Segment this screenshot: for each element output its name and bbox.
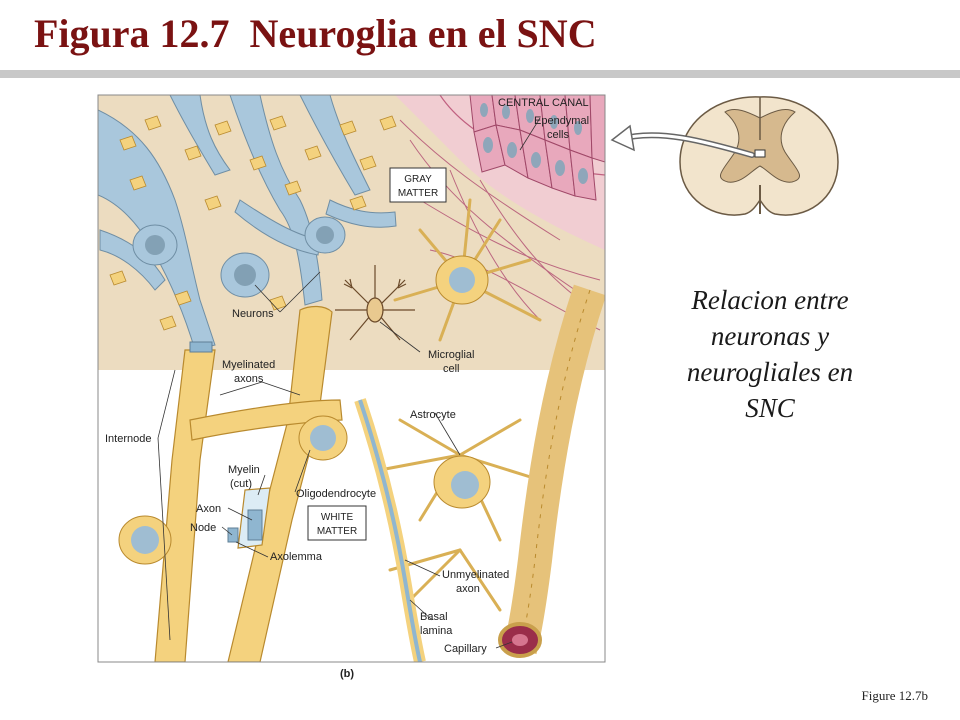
capillary-drawing	[498, 284, 605, 658]
label-astrocyte: Astrocyte	[410, 409, 456, 421]
label-myelin: Myelin	[228, 464, 260, 476]
caption-line: SNC	[745, 392, 795, 423]
svg-text:WHITE: WHITE	[321, 512, 354, 523]
label-myelinated: Myelinated	[222, 359, 275, 371]
label-ependymal-cells: cells	[547, 129, 570, 141]
caption-text: Relacion entre neuronas y neurogliales e…	[650, 283, 890, 427]
label-ependymal: Ependymal	[534, 115, 589, 127]
label-central-canal: CENTRAL CANAL	[498, 97, 589, 109]
label-internode: Internode	[105, 433, 151, 445]
caption-line: neurogliales en	[686, 356, 854, 387]
label-myelin-cut: (cut)	[230, 478, 252, 490]
label-basal: Basal	[420, 611, 448, 623]
diagram-labels: CENTRAL CANAL Ependymal cells Neurons Mi…	[105, 97, 589, 680]
pointer-arrow	[610, 124, 755, 158]
label-capillary: Capillary	[444, 643, 487, 655]
unmyelinated-axon-drawing	[354, 398, 426, 662]
synaptic-knobs	[109, 115, 397, 331]
panel-label: (b)	[340, 668, 354, 680]
white-matter-box: WHITE MATTER	[307, 505, 367, 541]
label-unmyelinated-axon: axon	[456, 583, 480, 595]
label-unmyelinated: Unmyelinated	[442, 569, 509, 581]
label-microglial: Microglial	[428, 349, 474, 361]
gray-matter-box: GRAY MATTER	[389, 167, 447, 203]
svg-text:MATTER: MATTER	[398, 188, 438, 199]
figure-reference: Figure 12.7b	[861, 688, 928, 703]
cns-tissue-drawing	[98, 95, 605, 662]
leader-lines	[157, 117, 541, 649]
ependymal-region	[395, 95, 605, 331]
label-neurons: Neurons	[232, 308, 274, 320]
slide-title: Figura 12.7 Neuroglia en el SNC	[34, 11, 597, 56]
label-axon: Axon	[196, 503, 221, 515]
neurons-drawing	[98, 95, 397, 351]
illustration-frame	[97, 94, 606, 663]
svg-text:GRAY: GRAY	[404, 174, 432, 185]
label-myelinated-axons: axons	[234, 373, 264, 385]
label-axolemma: Axolemma	[270, 551, 323, 563]
astrocyte-drawing	[378, 198, 542, 612]
spinal-cord-cross-section	[679, 96, 839, 216]
label-microglial-cell: cell	[443, 363, 460, 375]
caption-line: Relacion entre	[691, 285, 849, 315]
svg-text:MATTER: MATTER	[317, 526, 357, 537]
label-oligodendrocyte: Oligodendrocyte	[296, 488, 376, 500]
label-basal-lamina: lamina	[420, 625, 453, 637]
microglial-cell-drawing	[335, 265, 415, 341]
title-divider	[0, 70, 960, 78]
caption-line: neuronas y	[710, 320, 830, 351]
label-node: Node	[190, 522, 216, 534]
